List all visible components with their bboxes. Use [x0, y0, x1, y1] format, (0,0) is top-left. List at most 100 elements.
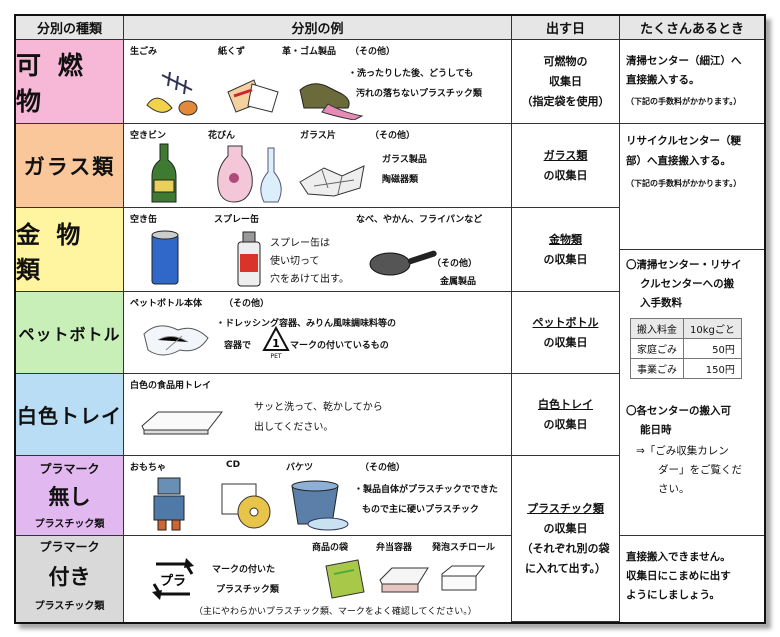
note-line: ・ドレッシング容器、みりん風味調味料等の [216, 319, 397, 329]
day-metal: 金物類 の収集日 [512, 208, 620, 292]
category-line: 付き [48, 565, 91, 589]
plastic-bag-icon [325, 559, 365, 599]
item-label: 空き缶 [130, 215, 158, 225]
plastic-mark-text: プラ [160, 574, 186, 589]
header-day: 出す日 [512, 16, 620, 40]
days-body: ダー」をご覧くだ [658, 464, 742, 476]
day-plastic: プラスチック類 の収集日 （それぞれ別の袋 に入れて出す。） [512, 456, 620, 622]
examples-metal: 空き缶 スプレー缶 なべ、やかん、フライパンなど スプレー缶は 使い切って 穴を… [124, 208, 512, 292]
day-line: の収集日 [543, 252, 588, 266]
item-label: 革・ゴム製品 [282, 47, 337, 57]
note-line: （主にやわらかいプラスチック類、マークをよく確認してください。） [194, 607, 477, 617]
examples-pet: ペットボトル本体 （その他） ・ドレッシング容器、みりん風味調味料等の 容器で … [124, 292, 512, 374]
header-many: たくさんあるとき [620, 16, 764, 40]
food-waste-icon [146, 71, 198, 116]
item-label: バケツ [286, 463, 314, 473]
cd-icon [221, 483, 271, 529]
category-line: 無し [48, 485, 91, 509]
table-row: 家庭ごみ 50円 [630, 338, 742, 359]
day-burnable: 可燃物の 収集日 （指定袋を使用） [512, 40, 620, 124]
many-glass-metal: リサイクルセンター（粳 部）へ直接搬入する。 （下記の手数料がかかります。） [620, 124, 764, 250]
days-body: ⇒「ごみ収集カレン [636, 445, 729, 457]
note-line: マークの付いた [212, 565, 276, 575]
toy-robot-icon [153, 477, 185, 531]
fee-cell: 10kgごと [683, 318, 742, 339]
item-label: 発泡スチロール [432, 543, 496, 553]
day-tray: 白色トレイ の収集日 [512, 374, 620, 456]
item-label: 白色の食品用トレイ [130, 381, 212, 391]
side-note: （下記の手数料がかかります。） [626, 97, 742, 106]
note-line: 陶磁器類 [382, 175, 419, 185]
day-line: の収集日 [543, 417, 588, 431]
note-line: 出してください。 [254, 422, 334, 433]
days-title: 能日時 [640, 424, 672, 436]
item-label: 空きビン [130, 131, 167, 141]
day-line: 白色トレイ [538, 397, 593, 411]
side-line: 直接搬入する。 [626, 74, 700, 86]
item-label: おもちゃ [130, 463, 167, 473]
item-label: ペットボトル本体 [130, 299, 203, 309]
category-line: プラマーク [39, 462, 100, 476]
fee-cell: 50円 [683, 338, 742, 359]
category-plastic-mark: プラマーク 付き プラスチック類 [16, 536, 124, 622]
item-label: 紙くず [218, 47, 246, 57]
table-row: 事業ごみ 150円 [630, 358, 742, 379]
side-line: ようにしましょう。 [626, 589, 720, 601]
fee-info: 〇清掃センター・リサイ クルセンターへの搬 入手数料 搬入料金 10kgごと 家… [620, 250, 764, 536]
item-label: 商品の袋 [312, 543, 349, 553]
day-line: 収集日 [549, 74, 582, 88]
category-pet: ペットボトル [16, 292, 124, 374]
days-body: さい。 [658, 483, 690, 495]
note-line: （その他） [432, 259, 478, 269]
styrofoam-icon [441, 565, 486, 591]
day-line: プラスチック類 [527, 501, 604, 515]
note-line: もので主に硬いプラスチック [362, 505, 479, 515]
fee-cell: 搬入料金 [630, 318, 684, 339]
day-line: ペットボトル [532, 315, 599, 329]
day-line: 可燃物の [543, 54, 588, 68]
vase-icon [217, 145, 282, 203]
table-row: 搬入料金 10kgごと [630, 318, 742, 339]
glass-shards-icon [299, 165, 365, 197]
pet-recycle-mark-icon: 1 PET [262, 326, 290, 360]
side-line: 部）へ直接搬入する。 [626, 155, 731, 167]
header-category: 分別の種類 [16, 16, 124, 40]
day-line: の収集日 [543, 521, 588, 535]
day-line: に入れて出す。） [524, 561, 607, 575]
item-label: （その他） [350, 47, 396, 57]
examples-tray: 白色の食品用トレイ サッと洗って、乾かしてから 出してください。 [124, 374, 512, 456]
sorting-table: 分別の種類 分別の例 出す日 たくさんあるとき 可 燃 物 生ごみ 紙くず 革・… [14, 14, 766, 624]
item-label: スプレー缶 [214, 215, 260, 225]
note-line: サッと洗って、乾かしてから [254, 402, 383, 413]
note-line: スプレー缶は [270, 238, 330, 249]
day-line: （指定袋を使用） [521, 94, 610, 108]
note-line: ガラス製品 [382, 155, 427, 165]
spray-can-icon [237, 231, 261, 287]
frying-pan-icon [369, 250, 437, 276]
bento-container-icon [379, 567, 429, 593]
fee-title: 入手数料 [640, 297, 682, 309]
item-label: なべ、やかん、フライパンなど [356, 215, 483, 225]
note-line: マークの付いているもの [290, 341, 389, 351]
side-note: （下記の手数料がかかります。） [626, 179, 742, 188]
side-line: リサイクルセンター（粳 [626, 135, 741, 147]
day-line: 金物類 [549, 232, 582, 246]
pet-mark-text: PET [270, 353, 281, 360]
many-burnable: 清掃センター（細江）へ 直接搬入する。 （下記の手数料がかかります。） [620, 40, 764, 124]
examples-plastic-no-mark: おもちゃ CD バケツ （その他） ・製品自体がプラスチックでできた もので主に… [124, 456, 512, 536]
item-label: ガラス片 [300, 131, 336, 141]
note-line: 使い切って [270, 256, 320, 267]
category-line: プラマーク [39, 540, 100, 554]
fee-table: 搬入料金 10kgごと 家庭ごみ 50円 事業ごみ 150円 [630, 318, 742, 379]
fee-cell: 150円 [683, 358, 742, 379]
day-line: （それぞれ別の袋 [521, 541, 610, 555]
side-line: 直接搬入できません。 [626, 551, 731, 563]
crushed-pet-bottles-icon [143, 325, 209, 356]
day-glass: ガラス類 の収集日 [512, 124, 620, 208]
note-line: ・製品自体がプラスチックでできた [354, 485, 498, 495]
bucket-icon [291, 480, 349, 531]
item-label: 生ごみ [130, 47, 158, 57]
fee-title: 〇清掃センター・リサイ [626, 259, 742, 271]
paper-scraps-icon [227, 79, 279, 113]
side-line: 清掃センター（細江）へ [626, 55, 742, 67]
